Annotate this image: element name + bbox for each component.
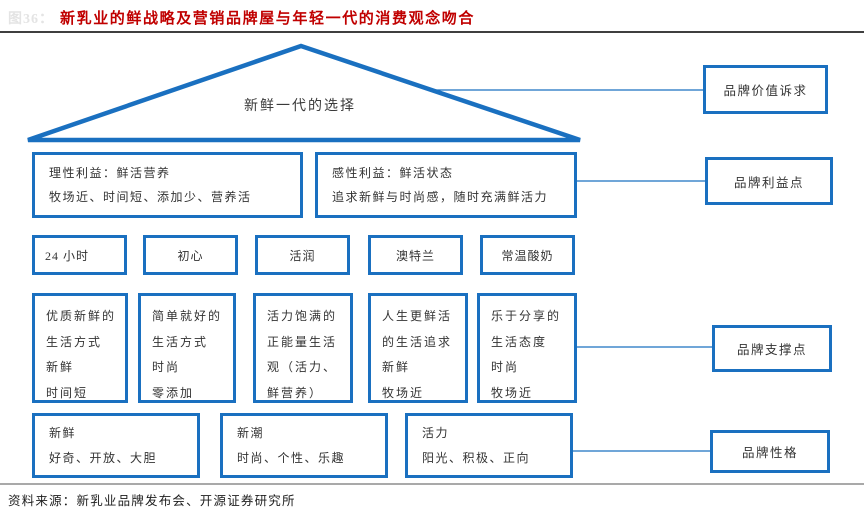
support-line: 生活方式: [152, 334, 209, 349]
support-box-4: 人生更鲜活 的生活追求 新鲜 牧场近: [368, 293, 468, 403]
brand-label: 活润: [289, 248, 316, 263]
brand-label: 初心: [177, 248, 204, 263]
label-brand-value-proposition: 品牌价值诉求: [703, 65, 828, 114]
emotional-benefit-box: 感性利益：鲜活状态 追求新鲜与时尚感，随时充满鲜活力: [315, 152, 577, 218]
personality-title: 活力: [422, 426, 450, 441]
house-roof-outline: [27, 43, 581, 143]
footer-divider: [0, 483, 864, 485]
support-line: 零添加: [152, 385, 195, 400]
personality-desc: 好奇、开放、大胆: [49, 450, 158, 465]
support-box-1: 优质新鲜的 生活方式 新鲜 时间短: [32, 293, 128, 403]
brand-box-huorun: 活润: [255, 235, 350, 275]
label-brand-personality: 品牌性格: [710, 430, 830, 473]
rational-benefit-title: 理性利益：鲜活营养: [49, 165, 171, 180]
right-label-text: 品牌支撑点: [736, 343, 807, 357]
support-line: 生活方式: [46, 334, 103, 349]
personality-desc: 阳光、积极、正向: [422, 450, 531, 465]
brand-box-24hours: 24 小时: [32, 235, 127, 275]
brand-label: 24 小时: [45, 248, 90, 263]
support-line: 活力饱满的: [267, 309, 338, 323]
label-brand-support-point: 品牌支撑点: [712, 325, 832, 372]
support-line: 时间短: [46, 385, 89, 400]
right-label-text: 品牌价值诉求: [723, 84, 808, 98]
personality-box-trendy: 新潮 时尚、个性、乐趣: [220, 413, 388, 478]
source-note: 资料来源：新乳业品牌发布会、开源证券研究所: [8, 494, 296, 508]
support-line: 观（活力、: [267, 360, 338, 374]
support-line: 新鲜: [382, 360, 411, 374]
support-box-3: 活力饱满的 正能量生活 观（活力、 鲜营养）: [253, 293, 353, 403]
support-line: 乐于分享的: [491, 309, 562, 323]
label-brand-benefit-point: 品牌利益点: [705, 157, 833, 205]
brand-box-aotelan: 澳特兰: [368, 235, 463, 275]
brand-label: 常温酸奶: [501, 248, 554, 263]
brand-box-chuxin: 初心: [143, 235, 238, 275]
personality-box-fresh: 新鲜 好奇、开放、大胆: [32, 413, 200, 478]
rational-benefit-desc: 牧场近、时间短、添加少、营养活: [49, 190, 252, 205]
figure-header: 图36： 新乳业的鲜战略及营销品牌屋与年轻一代的消费观念吻合: [8, 7, 475, 28]
support-box-2: 简单就好的 生活方式 时尚 零添加: [138, 293, 236, 403]
support-line: 简单就好的: [152, 309, 223, 323]
personality-title: 新潮: [237, 426, 265, 441]
support-line: 牧场近: [491, 385, 534, 400]
support-line: 牧场近: [382, 385, 425, 400]
support-line: 时尚: [491, 360, 520, 374]
figure-title: 新乳业的鲜战略及营销品牌屋与年轻一代的消费观念吻合: [60, 11, 476, 27]
right-label-text: 品牌性格: [741, 446, 798, 460]
header-divider: [0, 31, 864, 33]
support-line: 优质新鲜的: [46, 309, 117, 323]
personality-desc: 时尚、个性、乐趣: [237, 450, 346, 465]
roof-title: 新鲜一代的选择: [244, 99, 356, 114]
personality-box-vital: 活力 阳光、积极、正向: [405, 413, 573, 478]
support-line: 人生更鲜活: [382, 309, 453, 323]
support-line: 新鲜: [46, 360, 75, 374]
rational-benefit-box: 理性利益：鲜活营养 牧场近、时间短、添加少、营养活: [32, 152, 303, 218]
support-line: 的生活追求: [382, 334, 453, 349]
brand-label: 澳特兰: [395, 248, 435, 263]
right-label-text: 品牌利益点: [733, 175, 804, 190]
brand-box-ambient-yogurt: 常温酸奶: [480, 235, 575, 275]
emotional-benefit-title: 感性利益：鲜活状态: [332, 165, 454, 180]
support-line: 鲜营养）: [267, 385, 324, 400]
support-line: 时尚: [152, 360, 181, 374]
support-line: 生活态度: [491, 334, 548, 349]
emotional-benefit-desc: 追求新鲜与时尚感，随时充满鲜活力: [332, 190, 549, 205]
support-box-5: 乐于分享的 生活态度 时尚 牧场近: [477, 293, 577, 403]
support-line: 正能量生活: [267, 334, 338, 349]
personality-title: 新鲜: [49, 426, 77, 441]
figure-number: 图36：: [8, 12, 54, 27]
